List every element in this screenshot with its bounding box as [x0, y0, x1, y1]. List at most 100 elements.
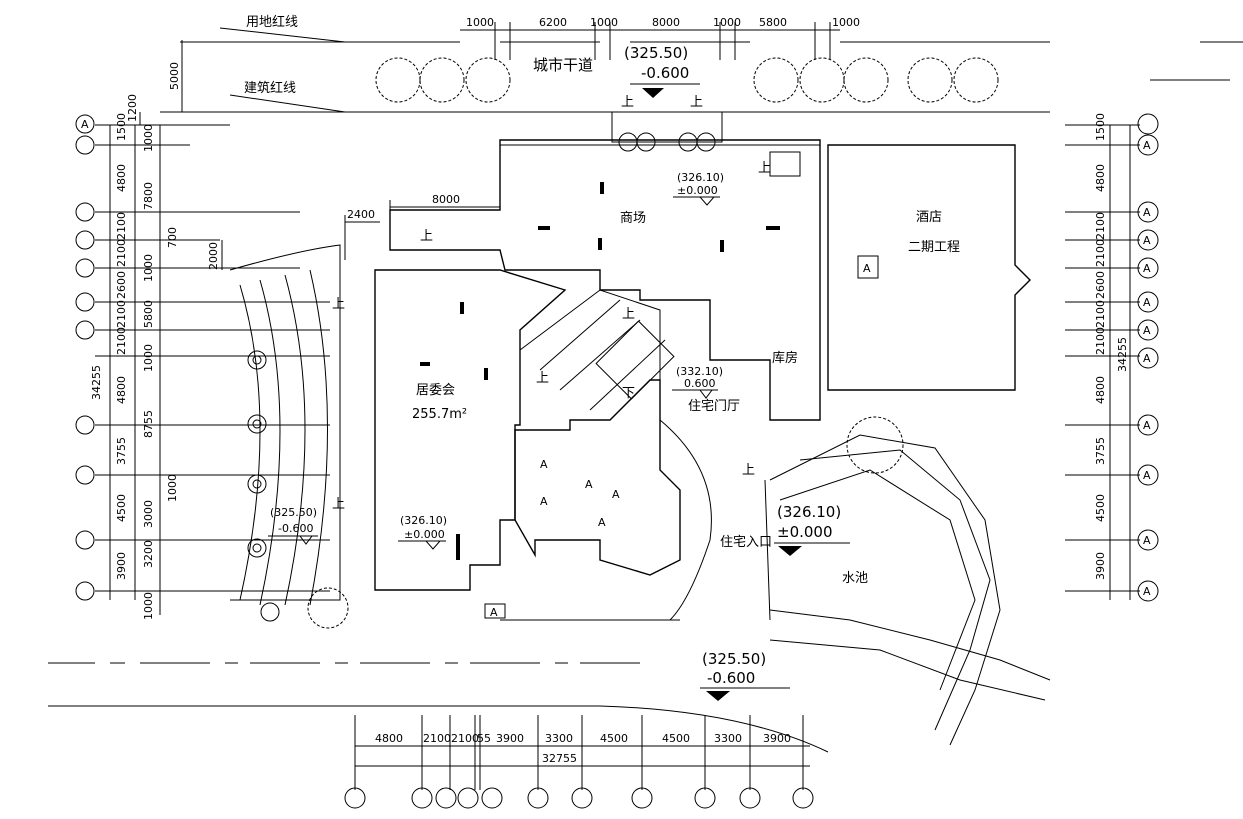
right-axis-a-7: A: [1143, 352, 1151, 365]
right-outer-dim-9: 3755: [1094, 437, 1107, 465]
left-outer-dim-11: 3900: [115, 552, 128, 580]
elevation-absolute: (325.50): [270, 506, 317, 519]
top-dim-1: 1000: [466, 16, 494, 29]
left-inner-dim-6: 1000: [142, 344, 155, 372]
right-outer-dim-4: 2100: [1094, 239, 1107, 267]
left-outer-dim-8: 4800: [115, 376, 128, 404]
bottom-dim-4: 55: [477, 732, 491, 745]
top-setback-dim: 5000: [168, 62, 181, 90]
entrance-up-mark-1: 上: [621, 95, 634, 110]
elevation-committee: (326.10) ±0.000: [398, 514, 447, 550]
top-road-area: 用地红线 建筑红线 5000 1200 城市干道: [126, 14, 1243, 125]
elevation-absolute: (325.50): [624, 44, 688, 62]
right-outer-dim-5: 2600: [1094, 271, 1107, 299]
left-inner-dim-9: 3000: [142, 500, 155, 528]
committee-up-mark-2: 上: [332, 497, 345, 512]
right-axis-a-10: A: [1143, 534, 1151, 547]
elevation-absolute: (325.50): [702, 650, 766, 668]
elevation-relative: -0.600: [278, 522, 313, 535]
right-axis-a-9: A: [1143, 469, 1151, 482]
entrance-label: 住宅入口: [720, 535, 772, 550]
mall-building: 上 上 商场 (326.10) ±0.000 上 库房 住宅门厅 (332.10…: [389, 95, 821, 421]
entrance-up-mark-2: 上: [690, 95, 703, 110]
bottom-dim-7: 4500: [600, 732, 628, 745]
elevation-road-top: (325.50) -0.600: [624, 44, 700, 98]
left-outer-dim-5: 2600: [115, 271, 128, 299]
left-inner-dim-2: 7800: [142, 182, 155, 210]
top-dim-3: 1000: [590, 16, 618, 29]
right-outer-dim-10: 4500: [1094, 494, 1107, 522]
left-outer-dim-4: 2100: [115, 239, 128, 267]
mid-dim-2400: 2400: [347, 208, 375, 221]
left-total-dim: 34255: [90, 365, 103, 400]
right-axis-a-1: A: [1143, 139, 1151, 152]
mid-dim-2000: 2000: [207, 242, 220, 270]
left-dimension-columns: 1500 4800 2100 2100 2600 2100 2100 4800 …: [75, 113, 330, 620]
building-red-line-label: 建筑红线: [244, 80, 296, 96]
right-axis-a-8: A: [1143, 419, 1151, 432]
right-outer-dim-2: 4800: [1094, 164, 1107, 192]
elevation-absolute: (326.10): [400, 514, 447, 527]
pond-area: 水池 (326.10) ±0.000: [764, 416, 1051, 746]
left-axis-a: A: [81, 118, 89, 131]
right-outer-dim-6: 2100: [1094, 300, 1107, 328]
bottom-dim-9: 3300: [714, 732, 742, 745]
right-axis-a-6: A: [1143, 324, 1151, 337]
core-up-mark: 上: [622, 307, 635, 322]
left-inner-dim-10: 3200: [142, 540, 155, 568]
street-trees: [375, 57, 999, 103]
city-road-label: 城市干道: [533, 56, 593, 74]
lobby-label: 住宅门厅: [688, 399, 740, 414]
right-axis-a-3: A: [1143, 234, 1151, 247]
core-down-mark: 下: [622, 386, 635, 401]
elevation-left-plaza: (325.50) -0.600: [268, 506, 318, 545]
committee-area-label: 255.7m²: [412, 407, 467, 422]
right-outer-dim-7: 2100: [1094, 327, 1107, 355]
mall-label: 商场: [620, 211, 646, 226]
bottom-dimension-row: 4800 2100 2100 55 3900 3300 4500 4500 33…: [344, 715, 814, 809]
top-dim-7: 1000: [832, 16, 860, 29]
hotel-section-a: A: [863, 262, 871, 275]
left-inner-dim-3: 700: [166, 227, 179, 248]
unit-mark-a-4: A: [612, 488, 620, 501]
bottom-dim-10: 3900: [763, 732, 791, 745]
top-dimension-row: 1000 6200 1000 8000 1000 5800 1000: [460, 16, 860, 60]
bottom-dim-8: 4500: [662, 732, 690, 745]
elevation-absolute: (332.10): [676, 365, 723, 378]
right-axis-a-4: A: [1143, 262, 1151, 275]
elevation-road-bottom: (325.50) -0.600: [700, 650, 790, 701]
committee-up-mark-1: 上: [332, 297, 345, 312]
stair-up-mark: 上: [758, 161, 771, 176]
elevation-absolute: (326.10): [677, 171, 724, 184]
top-dim-5: 1000: [713, 16, 741, 29]
entrance-up-mark: 上: [742, 463, 755, 478]
right-outer-dim-3: 2100: [1094, 212, 1107, 240]
committee-up-mark-3: 上: [420, 229, 433, 244]
right-outer-dim-11: 3900: [1094, 552, 1107, 580]
left-outer-dim-9: 3755: [115, 437, 128, 465]
hotel-label: 酒店: [916, 210, 942, 225]
unit-mark-a-5: A: [598, 516, 606, 529]
left-outer-dim-2: 4800: [115, 164, 128, 192]
lobby-up-mark: 上: [536, 371, 549, 386]
site-red-line-label: 用地红线: [246, 14, 298, 30]
right-dimension-columns: 1500 4800 2100 2100 2600 2100 2100 4800 …: [1065, 113, 1159, 602]
left-inner-dim-8: 1000: [166, 474, 179, 502]
unit-mark-a-3: A: [585, 478, 593, 491]
hotel-building: 酒店 二期工程 A: [827, 144, 1031, 391]
unit-mark-a-2: A: [540, 495, 548, 508]
left-outer-dim-7: 2100: [115, 327, 128, 355]
right-total-dim: 34255: [1116, 337, 1129, 372]
residential-core: 下 上 A A A A A 住宅入口 上 上: [500, 289, 772, 621]
elevation-relative: 0.600: [684, 377, 716, 390]
bottom-dim-5: 3900: [496, 732, 524, 745]
right-axis-a-5: A: [1143, 296, 1151, 309]
right-outer-dim-8: 4800: [1094, 376, 1107, 404]
elevation-relative: ±0.000: [404, 528, 445, 541]
bottom-total-dim: 32755: [542, 752, 577, 765]
top-dim-4: 8000: [652, 16, 680, 29]
phase-two-label: 二期工程: [908, 240, 960, 255]
elevation-relative: ±0.000: [777, 523, 833, 541]
committee-building: 居委会 255.7m² (326.10) ±0.000 上 上 上: [332, 229, 567, 591]
left-outer-dim-6: 2100: [115, 300, 128, 328]
